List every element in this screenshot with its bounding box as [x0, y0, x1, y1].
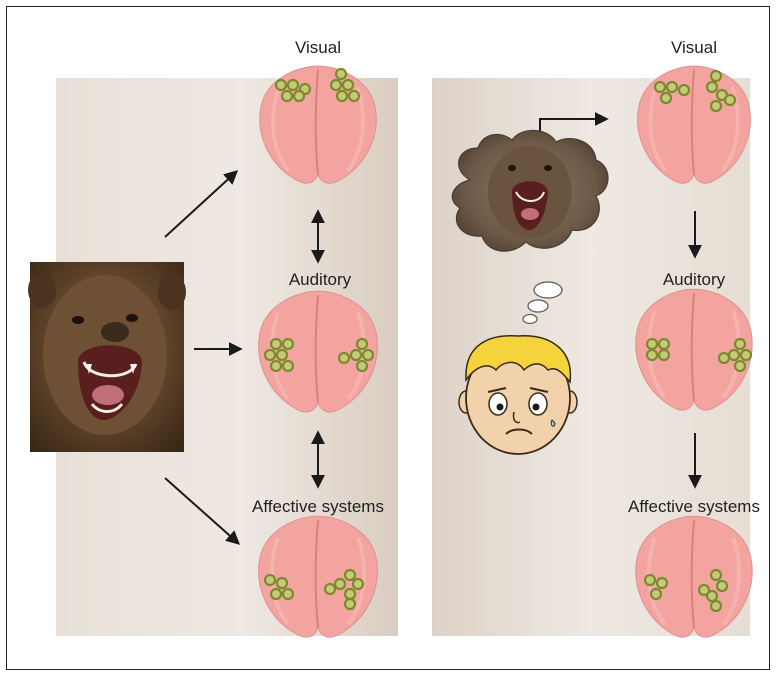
left-affective-label: Affective systems: [252, 497, 384, 517]
right-visual-label: Visual: [671, 38, 717, 58]
right-auditory-label: Auditory: [663, 270, 725, 290]
left-auditory-label: Auditory: [289, 270, 351, 290]
right-affective-label: Affective systems: [628, 497, 760, 517]
bear-photo-icon: [28, 262, 186, 452]
left-visual-label: Visual: [295, 38, 341, 58]
